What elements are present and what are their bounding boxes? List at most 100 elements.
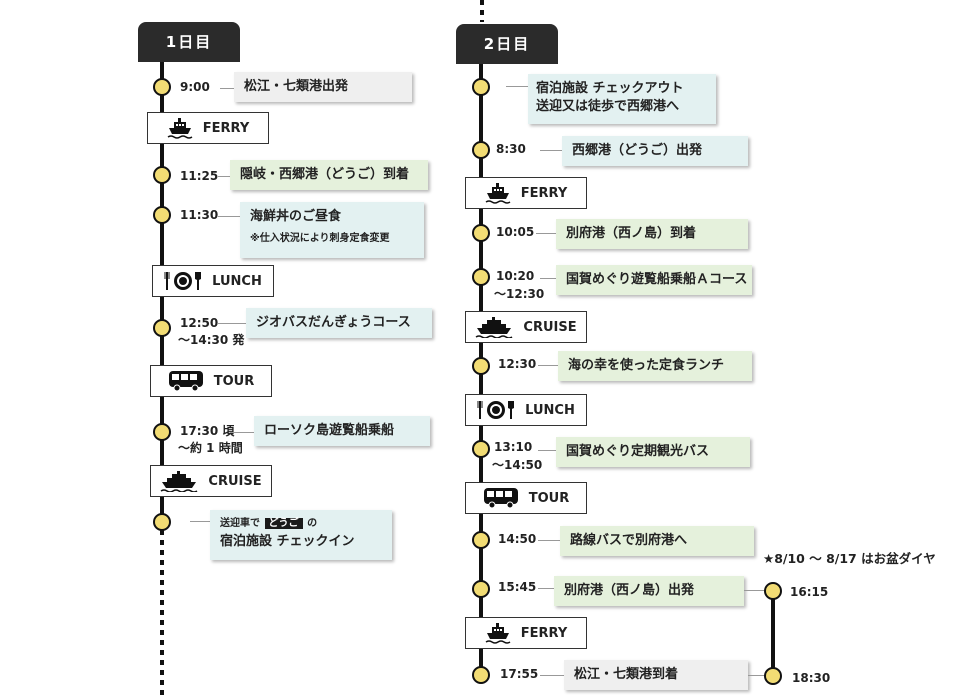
connector-line — [536, 233, 556, 234]
event-time: 17:55 — [500, 667, 539, 681]
lunch-icon — [164, 272, 202, 290]
connector-line — [218, 176, 230, 177]
timeline-dot — [472, 580, 490, 598]
timeline-dot — [764, 582, 782, 600]
connector-line — [190, 521, 210, 522]
connector-line — [218, 323, 246, 324]
connector-line — [744, 590, 766, 591]
connector-line — [540, 150, 562, 151]
event-time-end: ～約 1 時間 — [178, 441, 243, 455]
ferry-icon — [485, 183, 511, 204]
event-time: 13:10 — [494, 440, 533, 454]
bus-icon — [483, 488, 518, 509]
cruise-icon — [475, 317, 513, 338]
event-time: 14:50 — [498, 532, 537, 546]
day2-timeline-top — [480, 0, 484, 22]
connector-line — [220, 88, 234, 89]
badge-label: CRUISE — [523, 319, 577, 335]
event-label: 宿泊施設 チェックアウト — [536, 81, 684, 96]
timeline-dot — [472, 268, 490, 286]
badge-label: TOUR — [528, 490, 570, 506]
highlight-label: どうご — [264, 518, 303, 529]
timeline-dot — [153, 319, 171, 337]
cruise-badge: CRUISE — [465, 311, 587, 343]
timeline-dot — [472, 666, 490, 684]
cruise-icon — [160, 471, 198, 492]
event-card: 国賀めぐり遊覧船乗船Ａコース — [556, 265, 752, 295]
event-time-end: ～14:30 発 — [178, 333, 245, 347]
event-time: 10:05 — [496, 225, 535, 239]
connector-line — [538, 450, 556, 451]
event-label: 路線バスで別府港へ — [570, 533, 688, 548]
event-label: 別府港（西ノ島）到着 — [566, 226, 697, 241]
timeline-dot — [153, 423, 171, 441]
event-time-end: ～12:30 — [494, 287, 545, 301]
event-card: 宿泊施設 チェックアウト 送迎又は徒歩で西郷港へ — [528, 74, 716, 124]
event-card: 別府港（西ノ島）到着 — [556, 219, 748, 249]
event-label: 宿泊施設 チェックイン — [220, 534, 355, 549]
event-card: 西郷港（どうご）出発 — [562, 136, 748, 166]
timeline-dot — [472, 357, 490, 375]
connector-line — [230, 432, 254, 433]
event-card: 松江・七類港到着 — [564, 660, 748, 690]
event-label: 西郷港（どうご）出発 — [572, 143, 703, 158]
badge-label: LUNCH — [525, 402, 575, 418]
event-label: ジオバスだんぎょうコース — [256, 315, 411, 330]
obon-timeline — [771, 592, 775, 674]
connector-line — [748, 675, 766, 676]
event-time: 11:30 — [180, 208, 219, 222]
event-label: 松江・七類港出発 — [244, 79, 349, 94]
event-label: 松江・七類港到着 — [574, 667, 679, 682]
connector-line — [538, 588, 554, 589]
connector-line — [538, 365, 558, 366]
obon-arrive-time: 18:30 — [792, 671, 831, 685]
day2-tab: 2日目 — [456, 24, 558, 64]
event-label-post: の — [307, 518, 318, 529]
event-card: 路線バスで別府港へ — [560, 526, 754, 556]
timeline-dot — [153, 166, 171, 184]
connector-line — [540, 675, 564, 676]
event-label: ローソク島遊覧船乗船 — [264, 423, 395, 438]
event-time: 8:30 — [496, 142, 526, 156]
obon-note: ★8/10 ～ 8/17 はお盆ダイヤ — [763, 551, 936, 566]
event-time: 15:45 — [498, 580, 537, 594]
event-time: 11:25 — [180, 169, 219, 183]
day1-timeline-continuation — [160, 530, 164, 695]
bus-icon — [168, 371, 203, 392]
ferry-badge: FERRY — [147, 112, 269, 144]
tour-badge: TOUR — [150, 365, 272, 397]
event-label: 国賀めぐり遊覧船乗船Ａコース — [566, 272, 748, 287]
event-label: 海の幸を使った定食ランチ — [568, 358, 725, 373]
lunch-badge: LUNCH — [465, 394, 587, 426]
timeline-dot — [472, 531, 490, 549]
event-card: 海鮮丼のご昼食 ※仕入状況により刺身定食変更 — [240, 202, 424, 258]
ferry-badge: FERRY — [465, 617, 587, 649]
event-label: 別府港（西ノ島）出発 — [564, 583, 695, 598]
event-card: 送迎車で どうご の 宿泊施設 チェックイン — [210, 510, 392, 560]
connector-line — [538, 540, 560, 541]
event-card: ローソク島遊覧船乗船 — [254, 416, 430, 446]
connector-line — [218, 216, 240, 217]
obon-depart-time: 16:15 — [790, 585, 829, 599]
event-time: 10:20 — [496, 269, 535, 283]
badge-label: LUNCH — [212, 273, 262, 289]
event-card: 海の幸を使った定食ランチ — [558, 351, 752, 381]
ferry-badge: FERRY — [465, 177, 587, 209]
event-label: 海鮮丼のご昼食 — [250, 209, 342, 224]
event-label: 隠岐・西郷港（どうご）到着 — [240, 167, 410, 182]
ferry-icon — [485, 623, 511, 644]
event-card: 別府港（西ノ島）出発 — [554, 576, 744, 606]
event-card: ジオバスだんぎょうコース — [246, 308, 432, 338]
event-label-2: 送迎又は徒歩で西郷港へ — [536, 99, 680, 114]
badge-label: FERRY — [520, 185, 568, 201]
event-time: 12:30 — [498, 357, 537, 371]
timeline-dot — [153, 78, 171, 96]
event-time-end: ～14:50 — [492, 458, 543, 472]
timeline-dot — [153, 206, 171, 224]
event-card: 国賀めぐり定期観光バス — [556, 437, 750, 467]
event-label-pre: 送迎車で — [220, 518, 260, 529]
timeline-dot — [764, 667, 782, 685]
timeline-dot — [472, 224, 490, 242]
event-card: 隠岐・西郷港（どうご）到着 — [230, 160, 428, 190]
badge-label: FERRY — [202, 120, 250, 136]
